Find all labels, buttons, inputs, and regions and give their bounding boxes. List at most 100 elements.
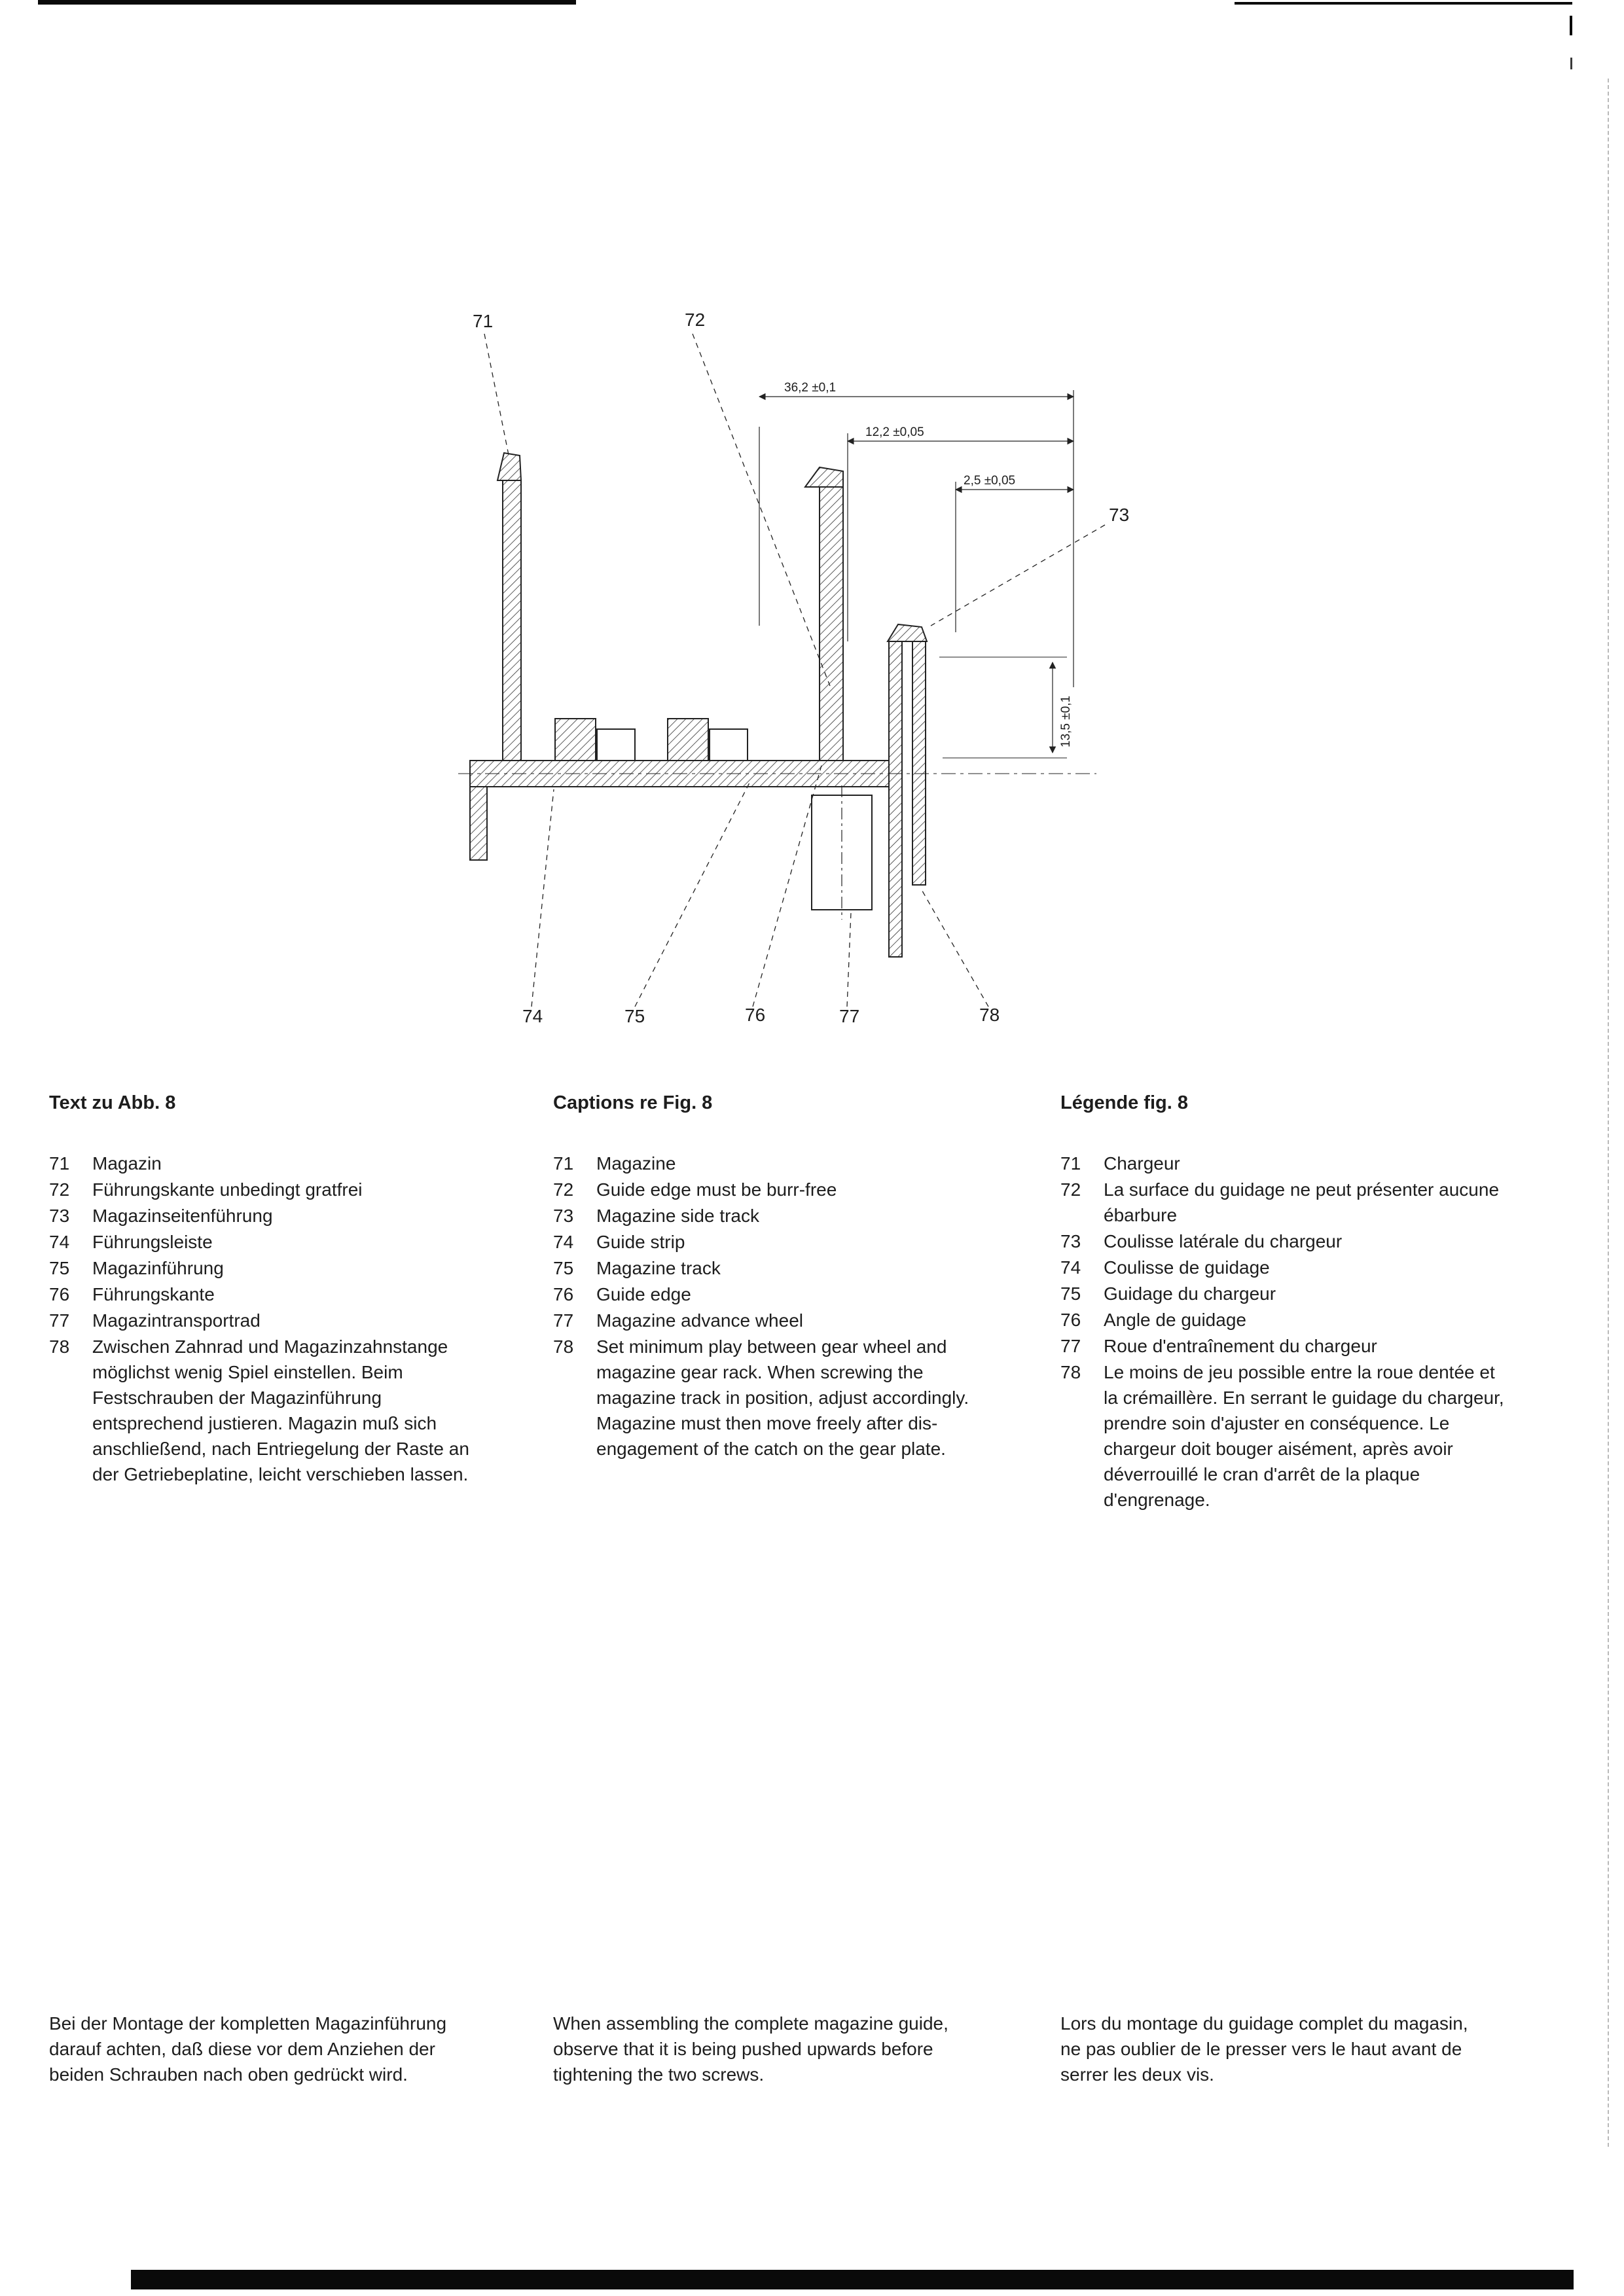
caption-item: 72 La surface du guidage ne peut présente… <box>1060 1177 1506 1228</box>
caption-text: Führungskante unbedingt gratfrei <box>92 1179 363 1200</box>
caption-text: Set minimum play between gear wheel and … <box>596 1336 969 1459</box>
caption-heading-de: Text zu Abb. 8 <box>49 1092 176 1113</box>
assembly-note-german: Bei der Montage der kompletten Magazin­f… <box>49 2013 447 2085</box>
caption-text: Guide strip <box>596 1232 685 1252</box>
caption-number: 76 <box>49 1284 70 1304</box>
callout-75: 75 <box>624 1006 645 1026</box>
caption-number: 71 <box>1060 1153 1081 1174</box>
caption-number: 73 <box>1060 1231 1081 1251</box>
caption-number: 74 <box>1060 1257 1081 1278</box>
caption-text: Coulisse latérale du chargeur <box>1104 1231 1343 1251</box>
caption-item: 76 Angle de guidage <box>1060 1307 1506 1333</box>
caption-text: Magazintransportrad <box>92 1310 261 1331</box>
caption-item: 72 Guide edge must be burr-free <box>553 1177 988 1202</box>
callout-71: 71 <box>473 311 493 331</box>
caption-text: Magazine track <box>596 1258 721 1278</box>
caption-number: 77 <box>49 1310 70 1331</box>
caption-item: 76 Guide edge <box>553 1282 988 1307</box>
caption-number: 78 <box>1060 1362 1081 1382</box>
caption-text: Le moins de jeu possible entre la roue d… <box>1104 1362 1504 1510</box>
caption-item: 73 Magazinseitenführung <box>49 1203 478 1229</box>
caption-item: 73 Coulisse latérale du chargeur <box>1060 1229 1506 1254</box>
caption-item: 76 Führungskante <box>49 1282 478 1307</box>
caption-item: 78 Zwischen Zahnrad und Magazinzahn­stang… <box>49 1334 478 1487</box>
caption-number: 75 <box>553 1258 574 1278</box>
caption-text: Führungskante <box>92 1284 215 1304</box>
callout-74: 74 <box>522 1006 543 1026</box>
guide-strip-section <box>469 760 890 861</box>
caption-number: 71 <box>553 1153 574 1174</box>
caption-text: Roue d'entraînement du chargeur <box>1104 1336 1377 1356</box>
caption-text: Guide edge <box>596 1284 691 1304</box>
scan-mark-top-right <box>1235 2 1572 5</box>
caption-number: 72 <box>553 1179 574 1200</box>
callout-76: 76 <box>745 1005 765 1025</box>
advance-wheel-housing <box>811 785 873 920</box>
magazine-wall-section <box>496 452 522 761</box>
callout-72: 72 <box>685 310 705 330</box>
caption-number: 74 <box>553 1232 574 1252</box>
caption-item: 78 Set minimum play between gear wheel an… <box>553 1334 988 1462</box>
assembly-note-english: When assembling the complete magazine gu… <box>553 2013 948 2085</box>
caption-number: 76 <box>553 1284 574 1304</box>
dimension-edge-width: 2,5 ±0,05 <box>964 474 1015 488</box>
figure-8-technical-drawing: 36,2 ±0,1 12,2 ±0,05 2,5 ±0,05 13,5 ±0,1… <box>458 310 1129 1026</box>
caption-number: 76 <box>1060 1310 1081 1330</box>
caption-text: La surface du guidage ne peut présenter … <box>1104 1179 1500 1225</box>
dimension-inner-width: 12,2 ±0,05 <box>865 425 924 439</box>
assembly-note-french: Lors du montage du guidage complet du ma… <box>1060 2013 1468 2085</box>
caption-text: Coulisse de guidage <box>1104 1257 1270 1278</box>
callout-73: 73 <box>1109 505 1129 525</box>
caption-text: Magazin <box>92 1153 162 1174</box>
caption-item: 75 Magazine track <box>553 1255 988 1281</box>
dimension-side-height: 13,5 ±0,1 <box>1059 696 1073 747</box>
caption-text: Magazine side track <box>596 1206 760 1226</box>
caption-number: 78 <box>553 1336 574 1357</box>
caption-text: Guide edge must be burr-free <box>596 1179 837 1200</box>
bottom-print-bar <box>131 2270 1574 2289</box>
caption-item: 77 Roue d'entraînement du chargeur <box>1060 1333 1506 1359</box>
callout-77: 77 <box>839 1006 859 1026</box>
scan-tick-right-1 <box>1570 16 1572 35</box>
scan-mark-top-left <box>38 0 576 5</box>
caption-number: 75 <box>1060 1283 1081 1304</box>
leader-lines <box>484 333 1106 1007</box>
caption-number: 73 <box>49 1206 70 1226</box>
caption-item: 74 Coulisse de guidage <box>1060 1255 1506 1280</box>
caption-number: 75 <box>49 1258 70 1278</box>
caption-number: 72 <box>49 1179 70 1200</box>
caption-item: 73 Magazine side track <box>553 1203 988 1229</box>
caption-text: Zwischen Zahnrad und Magazinzahn­stange … <box>92 1336 469 1484</box>
dimension-total-width: 36,2 ±0,1 <box>784 381 836 395</box>
caption-text: Magazinseitenführung <box>92 1206 273 1226</box>
guide-edge-channel-section <box>886 623 928 958</box>
caption-number: 77 <box>1060 1336 1081 1356</box>
caption-column-french: Légende fig. 8 71 Chargeur 72 La surface d… <box>1060 1092 1506 1513</box>
caption-number: 78 <box>49 1336 70 1357</box>
magazine-side-track-section <box>804 466 844 761</box>
caption-item: 74 Guide strip <box>553 1229 988 1255</box>
caption-heading-fr: Légende fig. 8 <box>1060 1092 1188 1113</box>
caption-number: 74 <box>49 1232 70 1252</box>
scan-tick-right-2 <box>1570 58 1572 69</box>
caption-item: 71 Magazin <box>49 1151 478 1176</box>
caption-text: Führungsleiste <box>92 1232 213 1252</box>
caption-number: 72 <box>1060 1179 1081 1200</box>
caption-item: 78 Le moins de jeu possible entre la roue… <box>1060 1359 1506 1513</box>
caption-text: Angle de guidage <box>1104 1310 1246 1330</box>
caption-item: 72 Führungskante unbedingt gratfrei <box>49 1177 478 1202</box>
caption-number: 71 <box>49 1153 70 1174</box>
scan-fold-line <box>1608 79 1609 2147</box>
caption-heading-en: Captions re Fig. 8 <box>553 1092 713 1113</box>
caption-text: Chargeur <box>1104 1153 1180 1174</box>
caption-number: 73 <box>553 1206 574 1226</box>
caption-text: Magazine <box>596 1153 676 1174</box>
caption-number: 77 <box>553 1310 574 1331</box>
caption-item: 77 Magazintransportrad <box>49 1308 478 1333</box>
